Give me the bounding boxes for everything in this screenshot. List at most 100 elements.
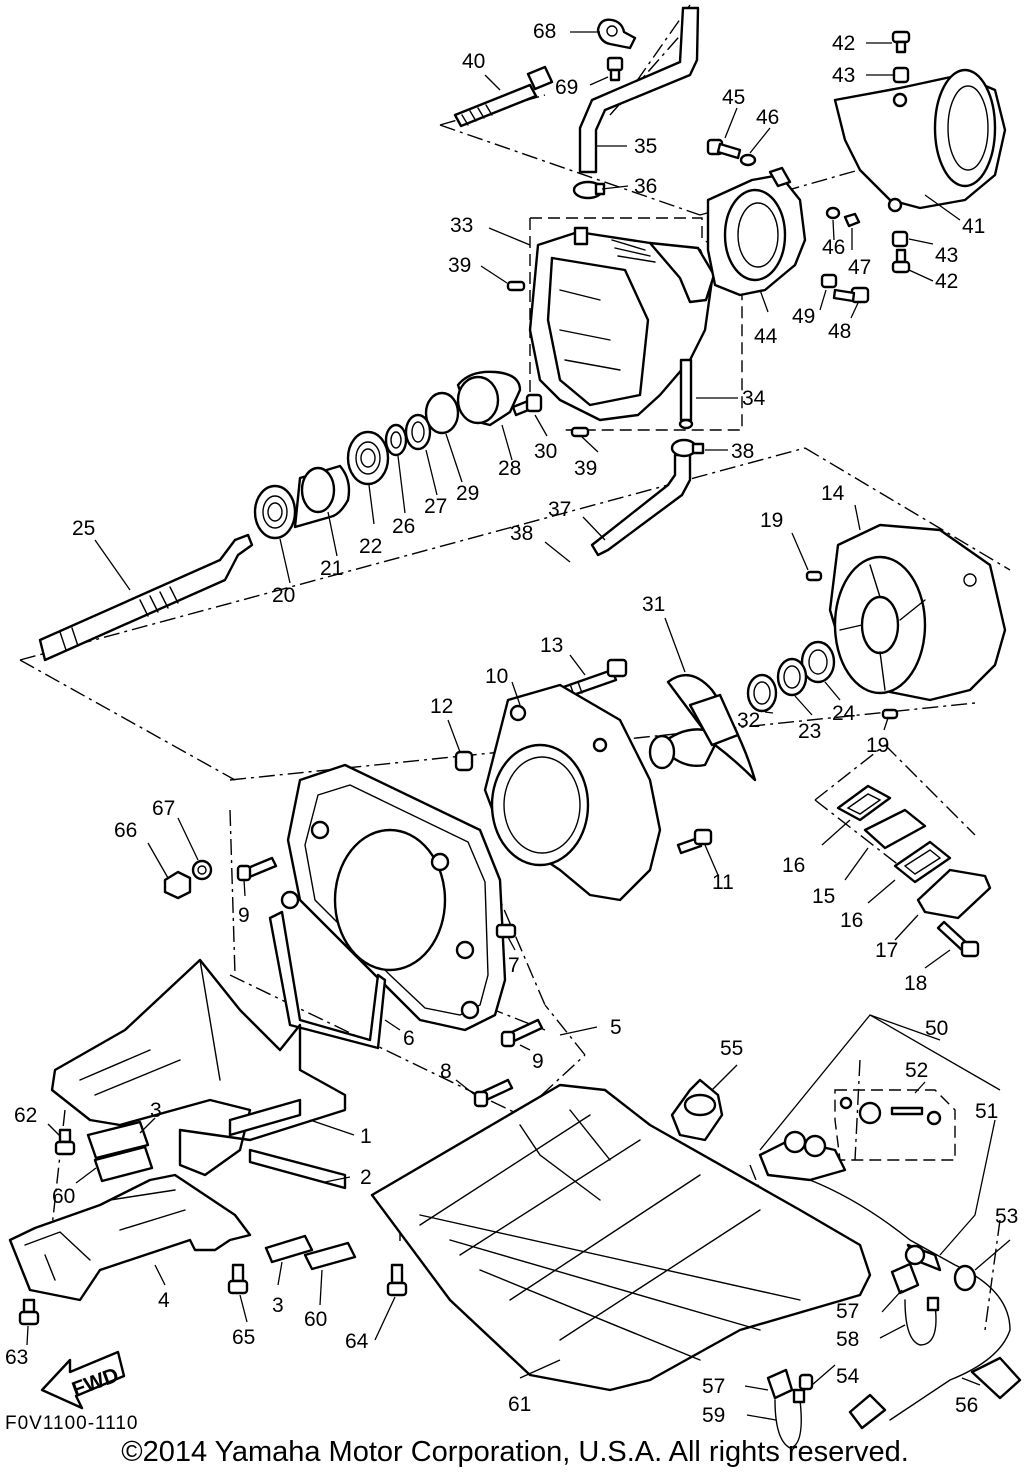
callout-62: 62: [14, 1104, 37, 1127]
callout-1: 1: [360, 1125, 372, 1148]
callout-59: 59: [702, 1404, 725, 1427]
callout-22: 22: [359, 535, 382, 558]
callout-40: 40: [462, 50, 485, 73]
hose-37: [590, 453, 692, 557]
pad-60a: [93, 1145, 154, 1183]
callout-56: 56: [955, 1394, 978, 1417]
stud-7: [495, 923, 517, 939]
callout-60b: 60: [304, 1308, 327, 1331]
callout-39: 39: [448, 254, 471, 277]
callout-15: 15: [812, 885, 835, 908]
callout-39b: 39: [574, 457, 597, 480]
callout-58: 58: [836, 1328, 859, 1351]
callout-55: 55: [720, 1037, 743, 1060]
drawing-code: F0V1100-1110: [5, 1413, 139, 1434]
callout-57: 57: [836, 1300, 859, 1323]
callout-35: 35: [634, 135, 657, 158]
copyright-notice: ©2014 Yamaha Motor Corporation, U.S.A. A…: [121, 1436, 909, 1468]
callout-42: 42: [832, 32, 855, 55]
callout-48: 48: [828, 320, 851, 343]
screw-62: [54, 1128, 76, 1156]
callout-6: 6: [403, 1027, 415, 1050]
tie-58: [904, 1296, 940, 1346]
callout-46: 46: [756, 106, 779, 129]
callout-37: 37: [548, 498, 571, 521]
intake-housing-10: [483, 683, 662, 902]
callout-32: 32: [737, 709, 760, 732]
bracket-4: [8, 1173, 252, 1302]
callout-2: 2: [360, 1166, 372, 1189]
pin-19b: [881, 708, 899, 720]
screw-63: [18, 1298, 40, 1326]
stud-8: [473, 1078, 514, 1108]
o-ring-29: [424, 391, 460, 435]
bolt-11: [676, 828, 713, 855]
ring-32: [746, 673, 778, 713]
callout-7: 7: [508, 954, 520, 977]
callout-63: 63: [5, 1346, 28, 1369]
callout-24: 24: [832, 702, 856, 725]
nut-47: [843, 212, 861, 228]
clamp-36: [572, 180, 606, 200]
nut-66: [163, 870, 192, 900]
stud-9b: [500, 1018, 544, 1048]
tie-59: [774, 1388, 806, 1449]
pad-2: [248, 1148, 347, 1190]
callout-50: 50: [925, 1017, 948, 1040]
callout-43b: 43: [935, 244, 958, 267]
callout-26: 26: [392, 515, 415, 538]
callout-4: 4: [158, 1289, 170, 1312]
callout-28: 28: [498, 457, 521, 480]
callout-42b: 42: [935, 270, 958, 293]
callout-52: 52: [905, 1059, 928, 1082]
impeller-31: [648, 673, 757, 782]
group-boxes: [529, 217, 956, 1161]
callout-47: 47: [848, 256, 871, 279]
callout-36: 36: [634, 175, 657, 198]
callout-34: 34: [742, 387, 766, 410]
callout-64: 64: [345, 1330, 369, 1353]
screw-54: [798, 1373, 814, 1391]
intake-grate-61: [370, 1083, 872, 1392]
bolt-30: [511, 393, 543, 417]
callout-61: 61: [508, 1393, 531, 1416]
jet-housing-33: [528, 226, 716, 422]
callout-54: 54: [836, 1365, 860, 1388]
screw-64: [386, 1263, 408, 1297]
ring-24: [800, 640, 836, 684]
deflector-41: [833, 68, 1007, 213]
callout-16b: 16: [840, 909, 863, 932]
cap-56: [970, 1356, 1022, 1400]
connector: [848, 1393, 887, 1430]
callout-49: 49: [792, 305, 815, 328]
callout-9: 9: [238, 904, 250, 927]
callout-10: 10: [485, 665, 508, 688]
washer-67: [191, 859, 213, 881]
collar-43b: [891, 230, 909, 248]
callout-18: 18: [904, 972, 927, 995]
stud-9a: [236, 856, 278, 882]
callout-17: 17: [875, 939, 898, 962]
bolt-48: [832, 286, 870, 304]
collar-43a: [892, 66, 910, 84]
sleeve-21: [293, 464, 351, 529]
pad-3b: [264, 1234, 314, 1264]
pin-39a: [506, 280, 526, 292]
callout-9b: 9: [532, 1050, 544, 1073]
pad-60b: [303, 1241, 357, 1271]
callout-41: 41: [962, 215, 985, 238]
callout-57b: 57: [702, 1375, 725, 1398]
bearing-20: [253, 484, 297, 540]
drive-shaft-25: [38, 533, 254, 662]
callout-33: 33: [450, 214, 473, 237]
plate-15: [863, 808, 927, 850]
callout-27: 27: [424, 495, 447, 518]
callout-69: 69: [555, 76, 578, 99]
callout-3b: 3: [272, 1294, 284, 1317]
callout-30: 30: [534, 440, 557, 463]
washer-46b: [825, 206, 841, 220]
collar-26: [384, 423, 408, 457]
callout-14: 14: [821, 482, 845, 505]
